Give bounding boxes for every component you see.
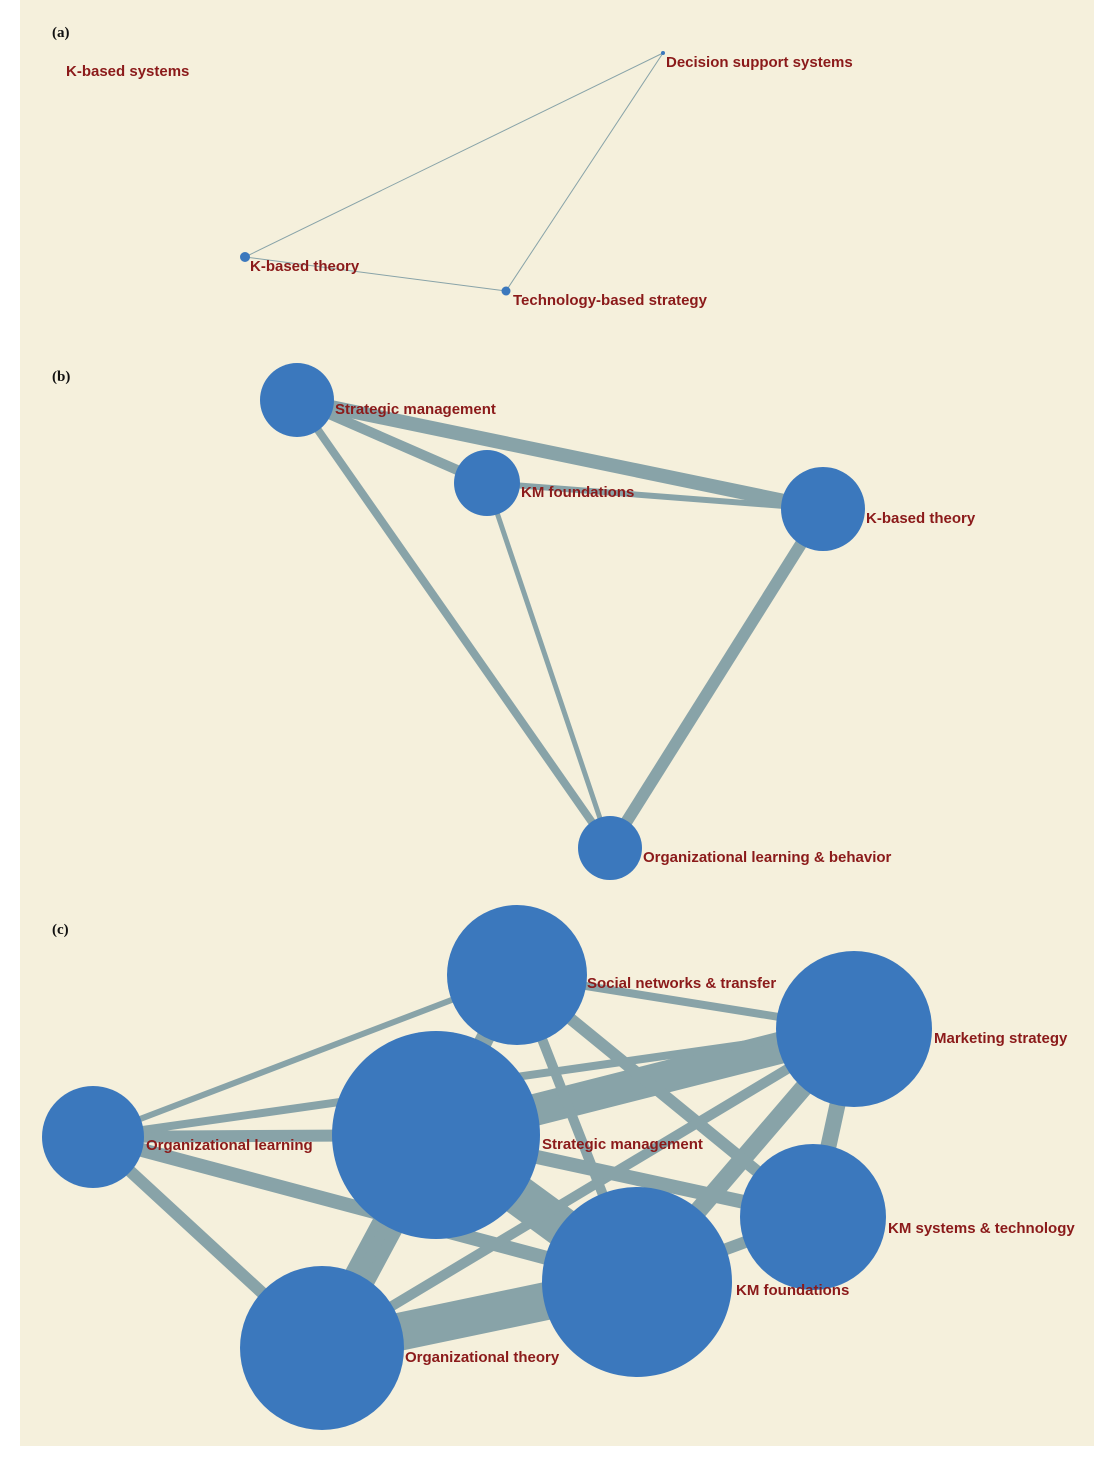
network-node bbox=[240, 1266, 404, 1430]
network-node bbox=[542, 1187, 732, 1377]
network-node bbox=[332, 1031, 540, 1239]
diagram-background: (a) K-based systems Decision support syste… bbox=[20, 0, 1094, 1446]
network-node bbox=[578, 816, 642, 880]
labels-layer: (a) K-based systems Decision support syste… bbox=[52, 25, 1075, 1366]
node-label: K-based theory bbox=[250, 258, 360, 275]
network-node bbox=[776, 951, 932, 1107]
network-node bbox=[447, 905, 587, 1045]
network-node bbox=[260, 363, 334, 437]
network-edge bbox=[295, 393, 825, 516]
node-label: KM systems & technology bbox=[888, 1220, 1075, 1237]
network-node bbox=[501, 286, 511, 296]
node-label: Social networks & transfer bbox=[587, 975, 776, 992]
network-edge bbox=[486, 480, 824, 512]
node-label: Technology-based strategy bbox=[513, 292, 708, 309]
network-edge bbox=[293, 397, 614, 851]
network-edge bbox=[505, 52, 664, 292]
network-edge bbox=[244, 256, 507, 292]
network-node bbox=[661, 51, 665, 55]
network-edge bbox=[319, 1024, 857, 1353]
network-diagram: (a) K-based systems Decision support syste… bbox=[42, 25, 1075, 1430]
node-label: K-based theory bbox=[866, 510, 976, 527]
network-edge bbox=[604, 505, 829, 852]
node-label: Marketing strategy bbox=[934, 1030, 1068, 1047]
network-edge bbox=[91, 972, 519, 1140]
panel-label: (a) bbox=[52, 25, 70, 41]
network-edge bbox=[244, 52, 664, 258]
node-label: Organizational learning bbox=[146, 1137, 313, 1154]
network-node bbox=[454, 450, 520, 516]
nodes-layer bbox=[42, 51, 932, 1430]
node-label: Strategic management bbox=[335, 401, 496, 418]
node-label: Organizational theory bbox=[405, 1349, 560, 1366]
panel-label: (c) bbox=[52, 922, 69, 938]
network-edge bbox=[484, 482, 613, 849]
network-node bbox=[240, 252, 250, 262]
node-label: KM foundations bbox=[521, 484, 634, 501]
node-label: K-based systems bbox=[66, 63, 189, 80]
panel-label: (b) bbox=[52, 369, 70, 385]
node-label: Strategic management bbox=[542, 1136, 703, 1153]
network-node bbox=[42, 1086, 144, 1188]
node-label: KM foundations bbox=[736, 1282, 849, 1299]
node-label: Organizational learning & behavior bbox=[643, 849, 892, 866]
node-label: Decision support systems bbox=[666, 54, 853, 71]
network-node bbox=[740, 1144, 886, 1290]
network-node bbox=[781, 467, 865, 551]
